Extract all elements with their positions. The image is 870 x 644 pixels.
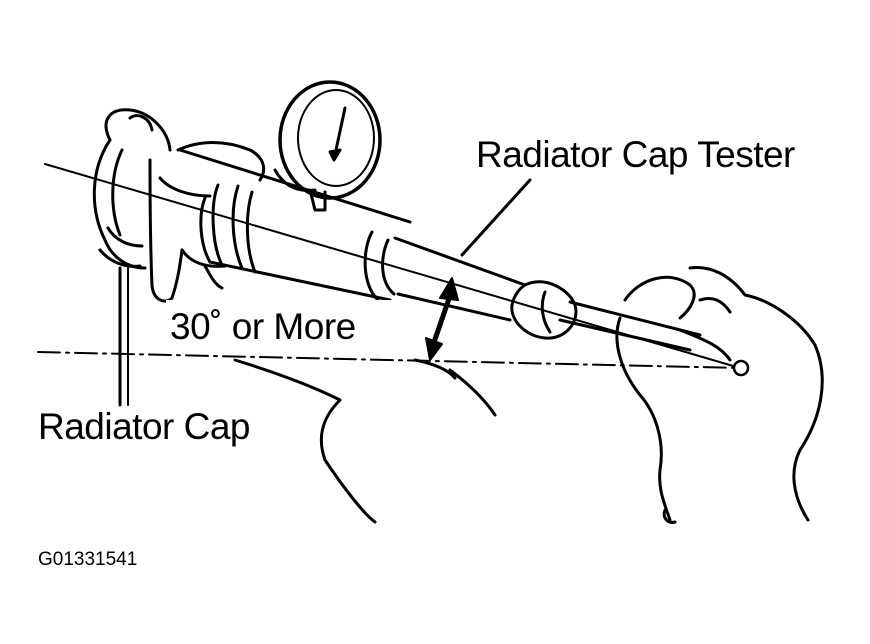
angle-double-arrow <box>425 277 459 361</box>
pressure-gauge <box>273 80 382 212</box>
tester-leader-line <box>460 178 532 257</box>
right-hand <box>615 265 824 524</box>
radiator-cap-tester-label: Radiator Cap Tester <box>476 134 795 175</box>
forearm <box>233 358 377 524</box>
radiator-cap <box>92 108 172 407</box>
figure-code: G01331541 <box>38 549 138 570</box>
angle-label: 30˚ or More <box>170 306 356 347</box>
plunger-pivot <box>732 359 750 377</box>
tester-barrel <box>363 230 750 377</box>
horizontal-reference-line <box>37 351 741 369</box>
tester-body <box>178 148 412 302</box>
radiator-cap-label: Radiator Cap <box>38 406 251 447</box>
left-hand <box>148 158 184 303</box>
